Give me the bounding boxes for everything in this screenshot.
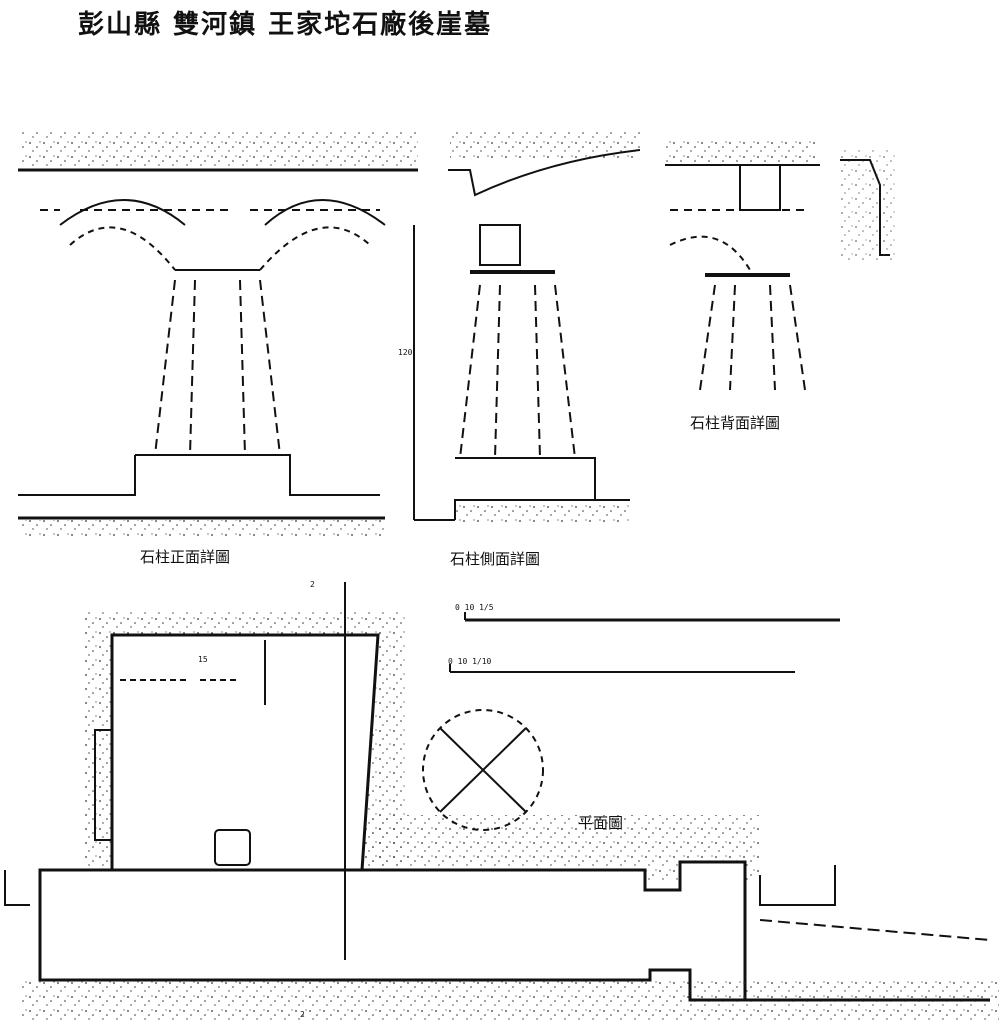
dimension-2-top: 2: [310, 580, 315, 589]
scale-upper-label: 0 10 1/5: [455, 603, 494, 612]
back-section-caption: 石柱背面詳圖: [690, 414, 781, 432]
front-elevation-drawing: [18, 130, 418, 538]
front-elevation-caption: 石柱正面詳圖: [140, 548, 231, 566]
back-section-drawing: [665, 140, 895, 391]
drawing-title: 彭山縣 雙河鎮 王家坨石廠後崖墓: [78, 10, 493, 40]
dimension-120: 120: [398, 348, 413, 357]
plan-caption: 平面圖: [578, 814, 624, 832]
dimension-15: 15: [198, 655, 208, 664]
side-section-caption: 石柱側面詳圖: [450, 550, 541, 568]
side-section-drawing: [413, 130, 641, 522]
scale-lower-label: 0 10 1/10: [448, 657, 492, 666]
plan-drawing: [4, 582, 999, 1020]
scale-bars: [449, 612, 840, 673]
dimension-2-bottom: 2: [300, 1010, 305, 1019]
